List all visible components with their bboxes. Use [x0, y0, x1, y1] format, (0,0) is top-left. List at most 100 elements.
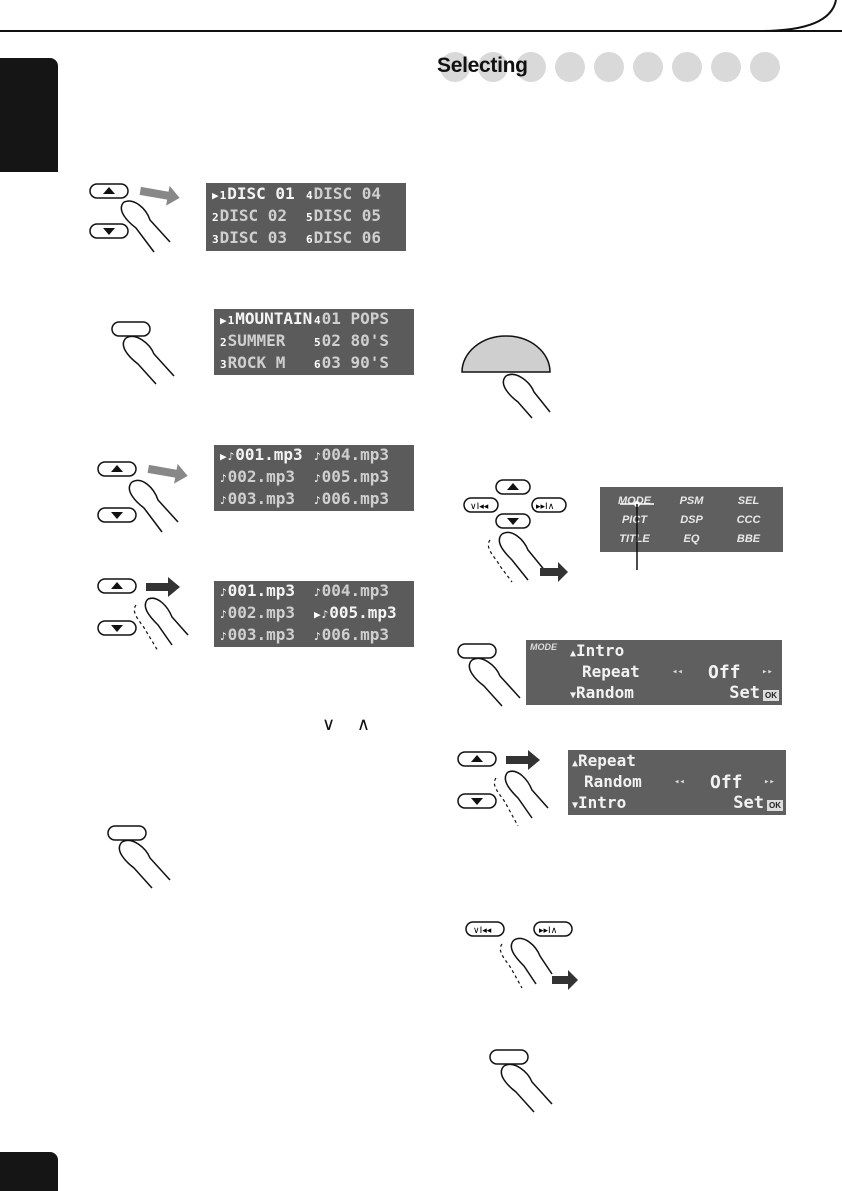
display-cell: ▶♪001.mp3 [220, 445, 303, 464]
press-arrow-icon [139, 185, 180, 206]
menu-item-ccc[interactable]: CCC [736, 513, 761, 526]
option-row: ▼Random [570, 683, 634, 702]
cursor-icon: ▶ [220, 314, 227, 327]
up-arrow-icon [103, 187, 115, 194]
finger-icon [468, 657, 521, 707]
confirm-button[interactable] [107, 825, 147, 841]
display-cell: 2SUMMER [220, 331, 286, 350]
note-icon: ♪ [314, 630, 321, 643]
prev-button[interactable] [465, 921, 505, 937]
display-cell: ♪001.mp3 [220, 581, 296, 600]
next-button[interactable] [531, 497, 567, 513]
disc-list-display: ▶1DISC 01 4DISC 04 2DISC 02 5DISC 05 3DI… [206, 183, 406, 251]
display-cell: ♪004.mp3 [314, 581, 390, 600]
finger-motion-icon [499, 943, 523, 989]
slide-arrow-icon [540, 562, 568, 582]
option-row: ▼Intro [572, 793, 627, 812]
mode-option-display: MODE ▲Intro Repeat ▼Random ◂◂ Off ▸▸ Set… [526, 640, 782, 705]
dome-button-illustration [461, 335, 551, 419]
header-circle [478, 52, 508, 82]
menu-item-bbe[interactable]: BBE [736, 532, 761, 545]
down-triangle-icon: ▼ [572, 800, 579, 811]
option-row: ▲Intro [570, 641, 625, 660]
updown-hold-illustration [457, 750, 549, 827]
header-circle [594, 52, 624, 82]
display-cell: ♪006.mp3 [314, 625, 390, 644]
prev-button[interactable] [463, 497, 499, 513]
ok-badge: OK [767, 800, 783, 811]
display-cell: 401 POPS [314, 309, 390, 328]
down-arrow-icon [111, 625, 123, 632]
section-title: Selecting [437, 54, 528, 77]
cursor-icon: ▶ [220, 450, 227, 463]
up-arrow-icon [111, 465, 123, 472]
finger-motion-icon [493, 777, 519, 827]
button-press-illustration [489, 1049, 553, 1113]
language-tab [0, 58, 58, 172]
up-arrow-icon [111, 582, 123, 589]
finger-motion-icon [133, 604, 159, 652]
corner-curve [760, 0, 837, 32]
up-triangle-icon: ▲ [572, 758, 579, 769]
track-list-display-selected: ♪001.mp3 ♪004.mp3 ♪002.mp3 ▶♪005.mp3 ♪00… [214, 581, 414, 647]
down-arrow-icon [507, 518, 519, 525]
skip-back-icon: ◂◂ [674, 777, 685, 787]
set-label: Set [733, 793, 764, 813]
next-button[interactable] [533, 921, 573, 937]
display-cell: 6DISC 06 [306, 228, 382, 247]
button-press-illustration [457, 643, 521, 707]
finger-icon [504, 770, 549, 819]
option-row: ▲Repeat [572, 751, 636, 770]
dome-button[interactable] [461, 335, 551, 373]
four-way-control-illustration: ∨I◂◂ ▸▸I∧ [463, 479, 568, 583]
display-cell: 3DISC 03 [212, 228, 288, 247]
finger-icon [500, 1063, 553, 1113]
note-icon: ♪ [220, 630, 227, 643]
track-list-display: ▶♪001.mp3 ♪004.mp3 ♪002.mp3 ♪005.mp3 ♪00… [214, 445, 414, 511]
menu-item-eq[interactable]: EQ [683, 532, 700, 545]
header-circle [672, 52, 702, 82]
button-press-illustration [111, 321, 175, 385]
finger-icon [510, 937, 553, 985]
down-arrow-icon [103, 228, 115, 235]
note-icon: ♪ [220, 472, 227, 485]
display-cell: 3ROCK M [220, 353, 286, 372]
confirm-button[interactable] [489, 1049, 529, 1065]
display-cell: ♪004.mp3 [314, 445, 390, 464]
note-icon: ♪ [314, 494, 321, 507]
menu-item-title[interactable]: TITLE [619, 532, 650, 545]
mode-button[interactable] [457, 643, 497, 659]
updown-hold-illustration [97, 577, 189, 652]
mode-tag: MODE [530, 642, 557, 652]
display-cell: ♪003.mp3 [220, 489, 296, 508]
hold-arrow-icon [506, 750, 540, 770]
slide-arrow-icon [552, 970, 578, 990]
mode-option-display: ▲Repeat Random ▼Intro ◂◂ Off ▸▸ Set OK [568, 750, 786, 815]
finger-icon [128, 479, 179, 533]
option-value: Off [710, 772, 743, 793]
display-cell: ▶1MOUNTAIN [220, 309, 313, 328]
header-circle [555, 52, 585, 82]
prev-next-hold-illustration: ∨I◂◂ ▸▸I∧ [465, 921, 578, 990]
display-cell: ♪002.mp3 [220, 603, 296, 622]
finger-icon [498, 531, 547, 581]
menu-item-pict[interactable]: PICT [621, 513, 648, 526]
display-cell: 5DISC 05 [306, 206, 382, 225]
menu-item-dsp[interactable]: DSP [680, 513, 703, 526]
ok-badge: OK [763, 690, 779, 701]
display-cell: ▶1DISC 01 [212, 184, 295, 203]
option-row-selected: Repeat [582, 662, 640, 681]
next-icon: ▸▸I∧ [536, 502, 554, 512]
display-cell: 4DISC 04 [306, 184, 382, 203]
updown-press-illustration [89, 183, 180, 253]
select-button[interactable] [111, 321, 151, 337]
note-icon: ♪ [220, 494, 227, 507]
menu-item-psm[interactable]: PSM [679, 494, 704, 507]
skip-back-icon: ◂◂ [672, 667, 683, 677]
page-number-tab [0, 1152, 58, 1191]
cursor-icon: ▶ [212, 189, 219, 202]
down-triangle-icon: ▼ [570, 690, 577, 701]
menu-item-sel[interactable]: SEL [737, 494, 760, 507]
header-circle [711, 52, 741, 82]
note-icon: ♪ [321, 608, 329, 621]
